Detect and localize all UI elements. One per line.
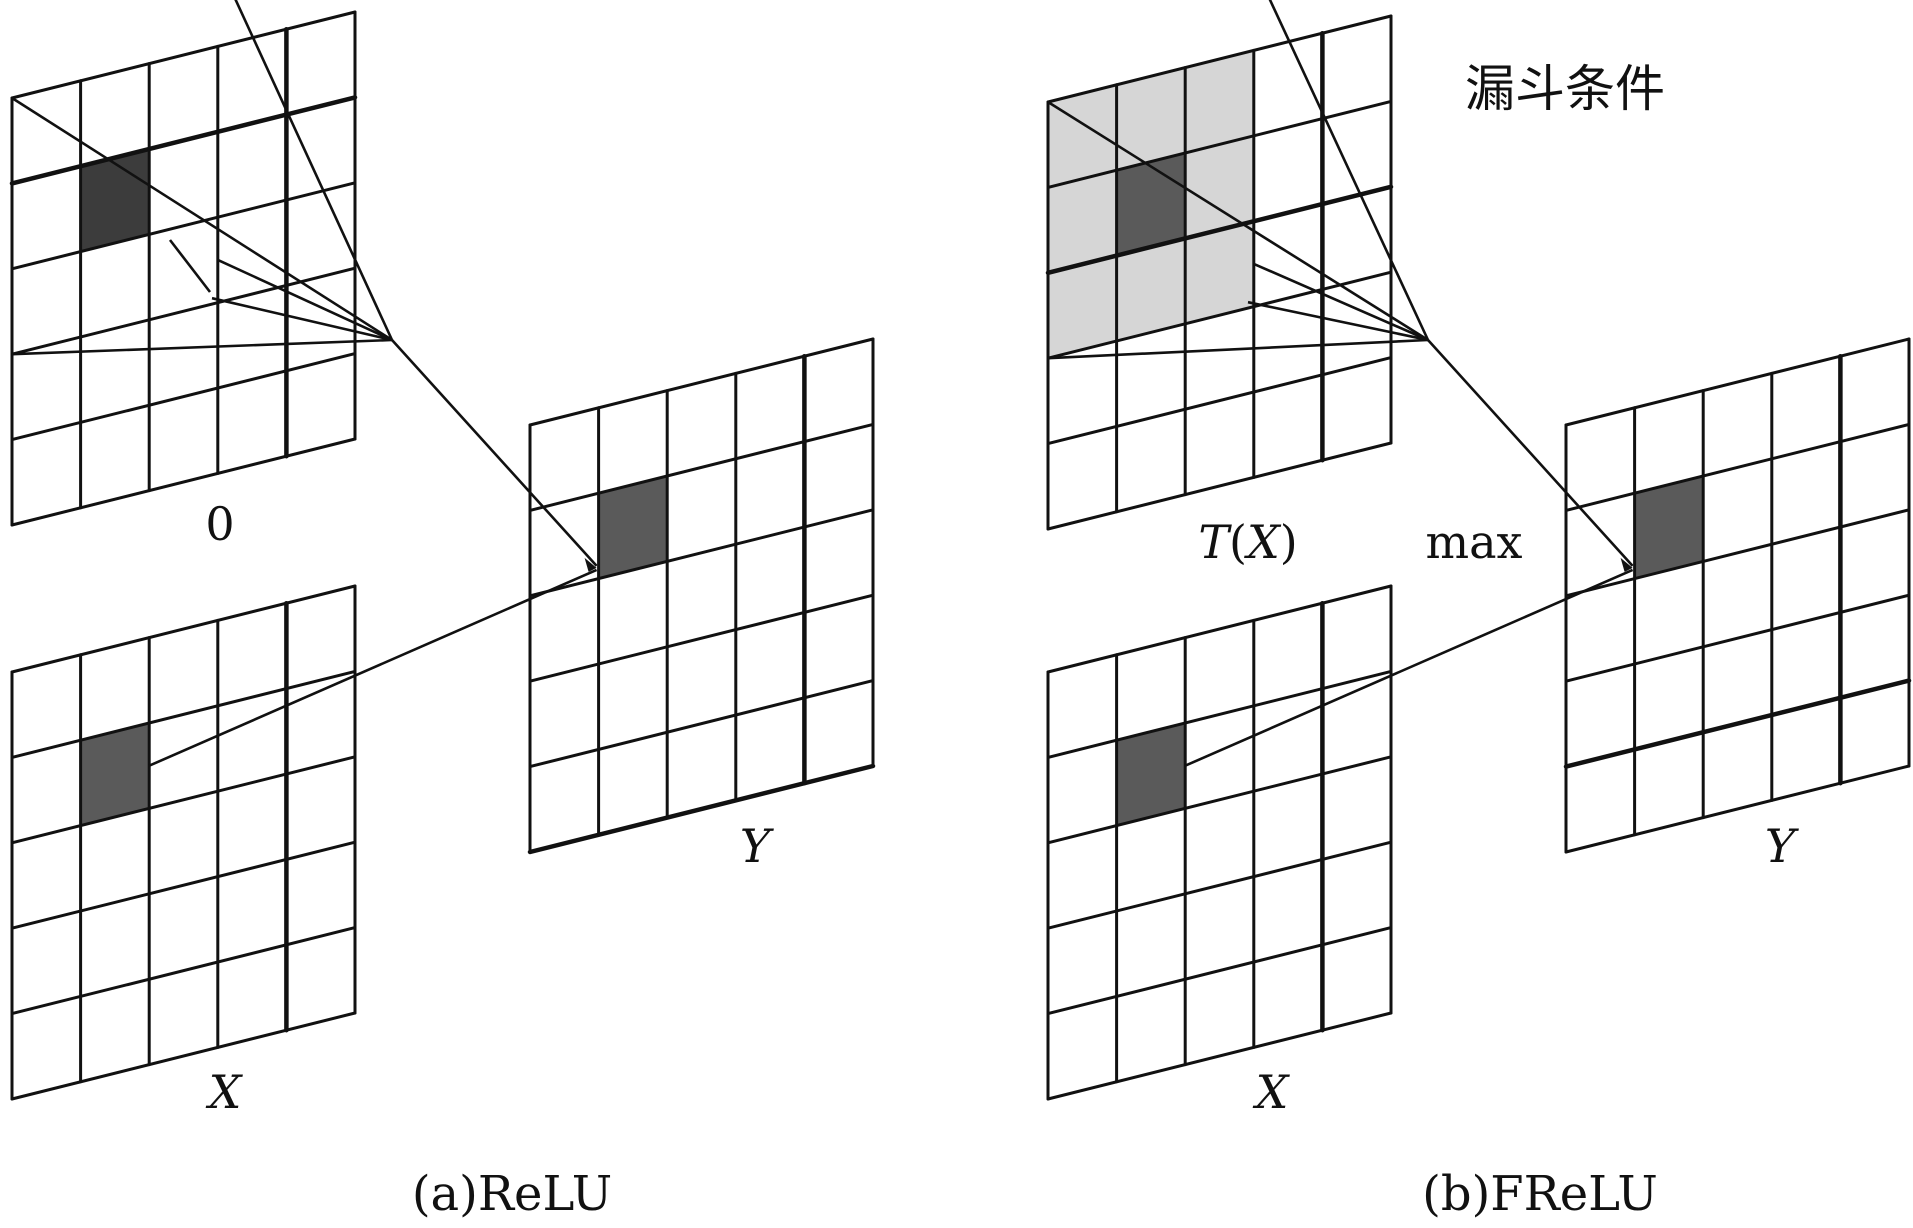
frelu-output-arrow-line [1427, 339, 1634, 567]
grid-row-line [10, 437, 357, 527]
arrowheads [584, 557, 1633, 572]
relu-input-cell [80, 723, 150, 826]
zero-window-line [234, 0, 394, 341]
cell-highlights [80, 50, 1704, 826]
frelu-output-cell [1634, 476, 1704, 579]
relu-output-cell [598, 476, 668, 579]
frelu-input-label: X [1253, 1065, 1291, 1119]
grid-row-line [528, 679, 875, 769]
frelu-arrowhead [1620, 557, 1633, 572]
relu-output-label: Y [740, 819, 775, 873]
relu-output-feature-map [527, 337, 876, 855]
zero-window-line [217, 258, 393, 342]
grid-row-line [1046, 926, 1393, 1016]
grid-row-line [10, 755, 357, 845]
funnel-condition-label: 漏斗条件 [1465, 60, 1665, 118]
grid-row-line [1563, 678, 1912, 769]
grid-row-line [9, 95, 358, 186]
grid-row-line [1564, 422, 1911, 512]
zero-window-line [168, 239, 212, 293]
grid-row-line [1564, 593, 1911, 683]
grid-row-line [1046, 441, 1393, 531]
funnel-window-line [1047, 100, 1429, 342]
funnel-map-label: T(X) [1198, 515, 1297, 569]
funnel-window-line [1247, 300, 1429, 342]
frelu-input-cell [1116, 723, 1186, 826]
zero-window-line [211, 296, 393, 342]
grid-row-line [10, 926, 357, 1016]
grid-row-line [10, 1011, 357, 1101]
grid-row-line [1046, 99, 1393, 189]
zero-window-line [11, 338, 393, 356]
grid-row-line [528, 508, 875, 598]
grid-row-line [10, 584, 357, 674]
frelu-output-label: Y [1765, 819, 1800, 873]
projection-lines [11, 0, 1634, 767]
max-operator-label: max [1426, 515, 1523, 569]
zero-label: 0 [205, 497, 234, 551]
funnel-window-line [1268, 0, 1430, 341]
funnel-feature-map [1045, 14, 1394, 531]
grid-row-line [1046, 356, 1393, 446]
grid-row-line [528, 593, 875, 683]
relu-arrowhead [584, 557, 597, 572]
relu-input-feature-map [10, 584, 357, 1101]
relu-input-arrow-line [148, 568, 598, 767]
grid-row-line [10, 10, 357, 100]
relu-caption: (a)ReLU [412, 1166, 612, 1222]
grid-row-line [527, 763, 876, 855]
grid-row-line [1046, 14, 1393, 104]
grid-row-line [1046, 755, 1393, 845]
funnel-window-line [1253, 262, 1429, 342]
relu-input-label: X [206, 1065, 244, 1119]
grid-row-line [1046, 1011, 1393, 1101]
grid-row-line [1046, 669, 1393, 759]
zero-feature-map [9, 10, 358, 527]
grid-row-line [10, 669, 357, 759]
relu-output-arrow-line [391, 339, 598, 567]
grid-row-line [528, 422, 875, 512]
frelu-output-feature-map [1563, 337, 1912, 854]
grid-row-line [1564, 764, 1911, 854]
grid-row-line [1045, 184, 1394, 276]
grid-row-line [1046, 270, 1393, 360]
grid-row-line [1564, 337, 1911, 427]
grid-row-line [10, 181, 357, 271]
funnel-window-line [1047, 338, 1429, 360]
frelu-input-arrow-line [1184, 568, 1634, 767]
grid-row-line [10, 352, 357, 442]
grid-row-line [10, 266, 357, 356]
zero-window-line [11, 96, 393, 342]
frelu-caption: (b)FReLU [1422, 1166, 1658, 1222]
grid-row-line [1564, 508, 1911, 598]
grid-row-line [528, 337, 875, 427]
frelu-input-feature-map [1046, 584, 1393, 1101]
grid-row-line [10, 840, 357, 930]
grid-row-line [1046, 840, 1393, 930]
grid-row-line [1046, 584, 1393, 674]
